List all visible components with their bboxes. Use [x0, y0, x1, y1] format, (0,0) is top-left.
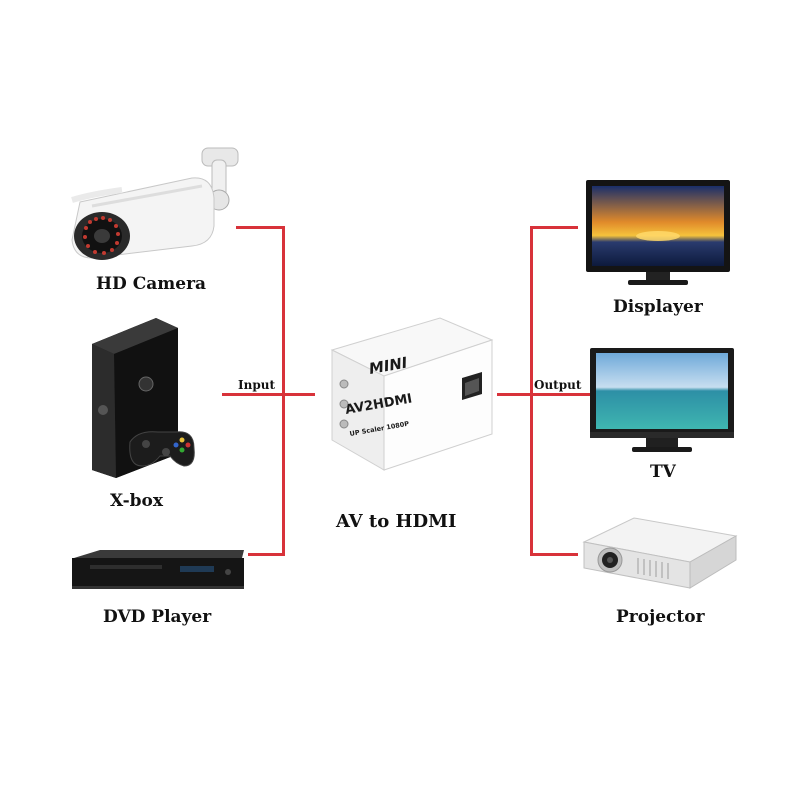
- projector-image: [582, 517, 738, 589]
- output-connector-label: Output: [534, 378, 582, 392]
- output-line-tv: [530, 393, 590, 396]
- output-line-trunk: [530, 226, 533, 556]
- input-connector-label: Input: [238, 378, 275, 392]
- hd-camera-label: HD Camera: [96, 274, 207, 294]
- av2hdmi-converter-image: MINI AV2HDMI UP Scaler 1080P: [330, 317, 494, 471]
- output-line-from-device: [497, 393, 531, 396]
- output-line-displayer: [530, 226, 578, 229]
- input-line-dvd: [248, 553, 285, 556]
- xbox-console-image: [92, 318, 195, 478]
- displayer-label: Displayer: [613, 297, 703, 317]
- tv-image: [590, 348, 734, 452]
- hd-camera-image: [71, 147, 239, 260]
- displayer-monitor-image: [586, 180, 730, 285]
- xbox-label: X-box: [110, 491, 164, 511]
- input-line-camera: [236, 226, 284, 229]
- dvd-player-label: DVD Player: [103, 607, 212, 627]
- dvd-player-image: [72, 550, 244, 589]
- tv-label: TV: [650, 462, 676, 482]
- input-line-xbox: [222, 393, 285, 396]
- projector-label: Projector: [616, 607, 705, 627]
- input-line-to-device: [285, 393, 315, 396]
- input-line-trunk: [282, 226, 285, 556]
- av-to-hdmi-caption: AV to HDMI: [336, 511, 457, 532]
- output-line-projector: [530, 553, 578, 556]
